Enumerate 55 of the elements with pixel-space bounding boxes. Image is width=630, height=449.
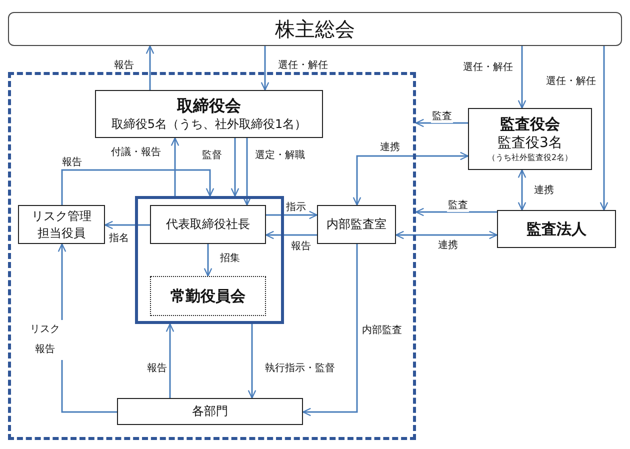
edge-label: 報告 <box>146 363 168 375</box>
arrow <box>415 118 468 128</box>
arrow <box>518 169 526 211</box>
president-box: 代表取締役社長 <box>150 205 266 244</box>
arrow <box>166 323 174 398</box>
audit-office-box: 内部監査室 <box>317 205 396 244</box>
edge-label: 付議・報告 <box>110 147 162 159</box>
meeting-box: 株主総会 <box>8 12 622 46</box>
auditor-board-box <box>468 108 592 170</box>
arrow <box>260 46 270 91</box>
arrow <box>230 138 240 197</box>
edge-label: 連携 <box>379 142 401 154</box>
arrow <box>61 169 214 205</box>
edge-label: 連携 <box>533 185 555 197</box>
box-heading: 監査役会 <box>500 114 560 134</box>
edge-label: 報告 <box>290 241 312 253</box>
edge-label: 報告 <box>113 60 135 72</box>
arrow <box>265 230 317 240</box>
arrow <box>204 244 212 277</box>
edge-label: 執行指示・監督 <box>264 363 336 375</box>
edge-label: 招集 <box>219 253 241 265</box>
arrow <box>395 230 498 240</box>
arrow <box>242 138 252 206</box>
arrow <box>600 46 608 211</box>
arrow <box>415 208 497 216</box>
edge-label: 指名 <box>108 233 130 245</box>
arrow <box>266 210 318 220</box>
arrow <box>146 45 154 90</box>
arrow <box>170 137 180 196</box>
officer-box: リスク管理担当役員 <box>18 205 105 244</box>
arrow <box>302 244 358 416</box>
box-heading: 取締役会 <box>177 96 241 117</box>
department-box: 各部門 <box>117 398 303 425</box>
edge-label: 報告 <box>61 157 83 169</box>
edge-label: 監査 <box>447 200 469 212</box>
group-box <box>135 196 284 324</box>
edge-label: 選任・解任 <box>277 60 329 72</box>
edge-label: 連携 <box>437 240 459 252</box>
box-note: （うち社外監査役2名） <box>487 152 573 164</box>
edge-label: 監査 <box>431 111 453 123</box>
edge-label: 選任・解任 <box>462 62 514 74</box>
arrow <box>352 152 469 206</box>
box-subtitle: 監査役3名 <box>498 134 562 153</box>
edge-label: 監督 <box>201 150 223 162</box>
arrow <box>518 46 526 109</box>
dotted-box: 常勤役員会 <box>150 276 266 316</box>
edge-label: 指示 <box>285 202 307 214</box>
board-box <box>95 90 323 138</box>
edge-label: 内部監査 <box>361 325 403 337</box>
arrow <box>104 220 150 230</box>
arrow <box>248 324 256 399</box>
edge-label: 選定・解職 <box>254 150 306 162</box>
box-subtitle: 取締役5名（うち、社外取締役1名） <box>111 116 307 132</box>
audit-firm-box: 監査法人 <box>497 210 616 248</box>
edge-label: 選任・解任 <box>545 76 597 88</box>
